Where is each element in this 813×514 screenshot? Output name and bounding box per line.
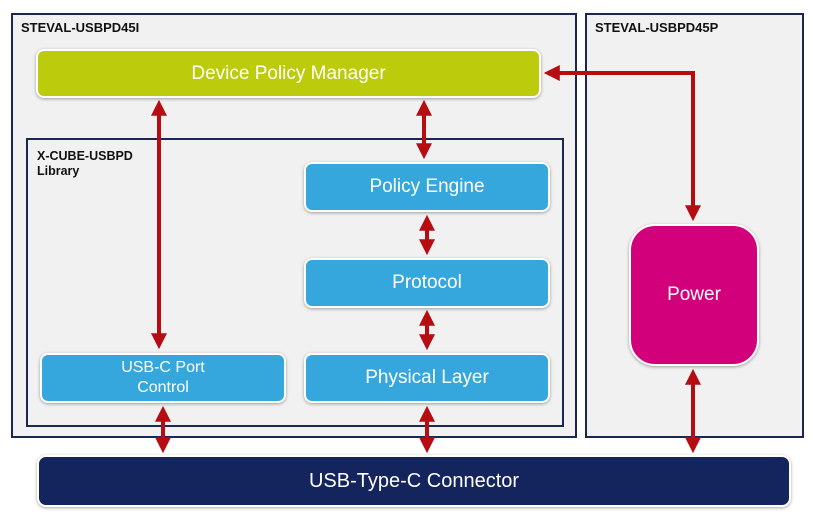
protocol-block[interactable]: Protocol: [304, 258, 550, 308]
usb-c-port-control-label-line1: USB-C Port: [121, 359, 205, 376]
usb-type-c-connector-block[interactable]: USB-Type-C Connector: [37, 455, 791, 507]
device-policy-manager-block[interactable]: Device Policy Manager: [36, 49, 541, 98]
library-label-line1: X-CUBE-USBPD: [37, 149, 133, 163]
power-label: Power: [667, 284, 721, 305]
board-left-label: STEVAL-USBPD45I: [21, 20, 140, 35]
policy-engine-block[interactable]: Policy Engine: [304, 162, 550, 212]
board-right-label: STEVAL-USBPD45P: [595, 20, 719, 35]
physical-layer-block[interactable]: Physical Layer: [304, 353, 550, 403]
policy-engine-label: Policy Engine: [369, 176, 485, 197]
device-policy-manager-label: Device Policy Manager: [191, 62, 386, 84]
usb-c-port-control-block[interactable]: USB-C Port Control: [40, 353, 286, 403]
physical-layer-label: Physical Layer: [365, 367, 489, 388]
library-label: X-CUBE-USBPD Library: [37, 149, 133, 179]
library-label-line2: Library: [37, 164, 80, 178]
power-block[interactable]: Power: [629, 224, 759, 366]
protocol-label: Protocol: [392, 272, 462, 293]
usb-c-port-control-label-line2: Control: [137, 379, 189, 396]
usb-type-c-connector-label: USB-Type-C Connector: [308, 469, 520, 492]
